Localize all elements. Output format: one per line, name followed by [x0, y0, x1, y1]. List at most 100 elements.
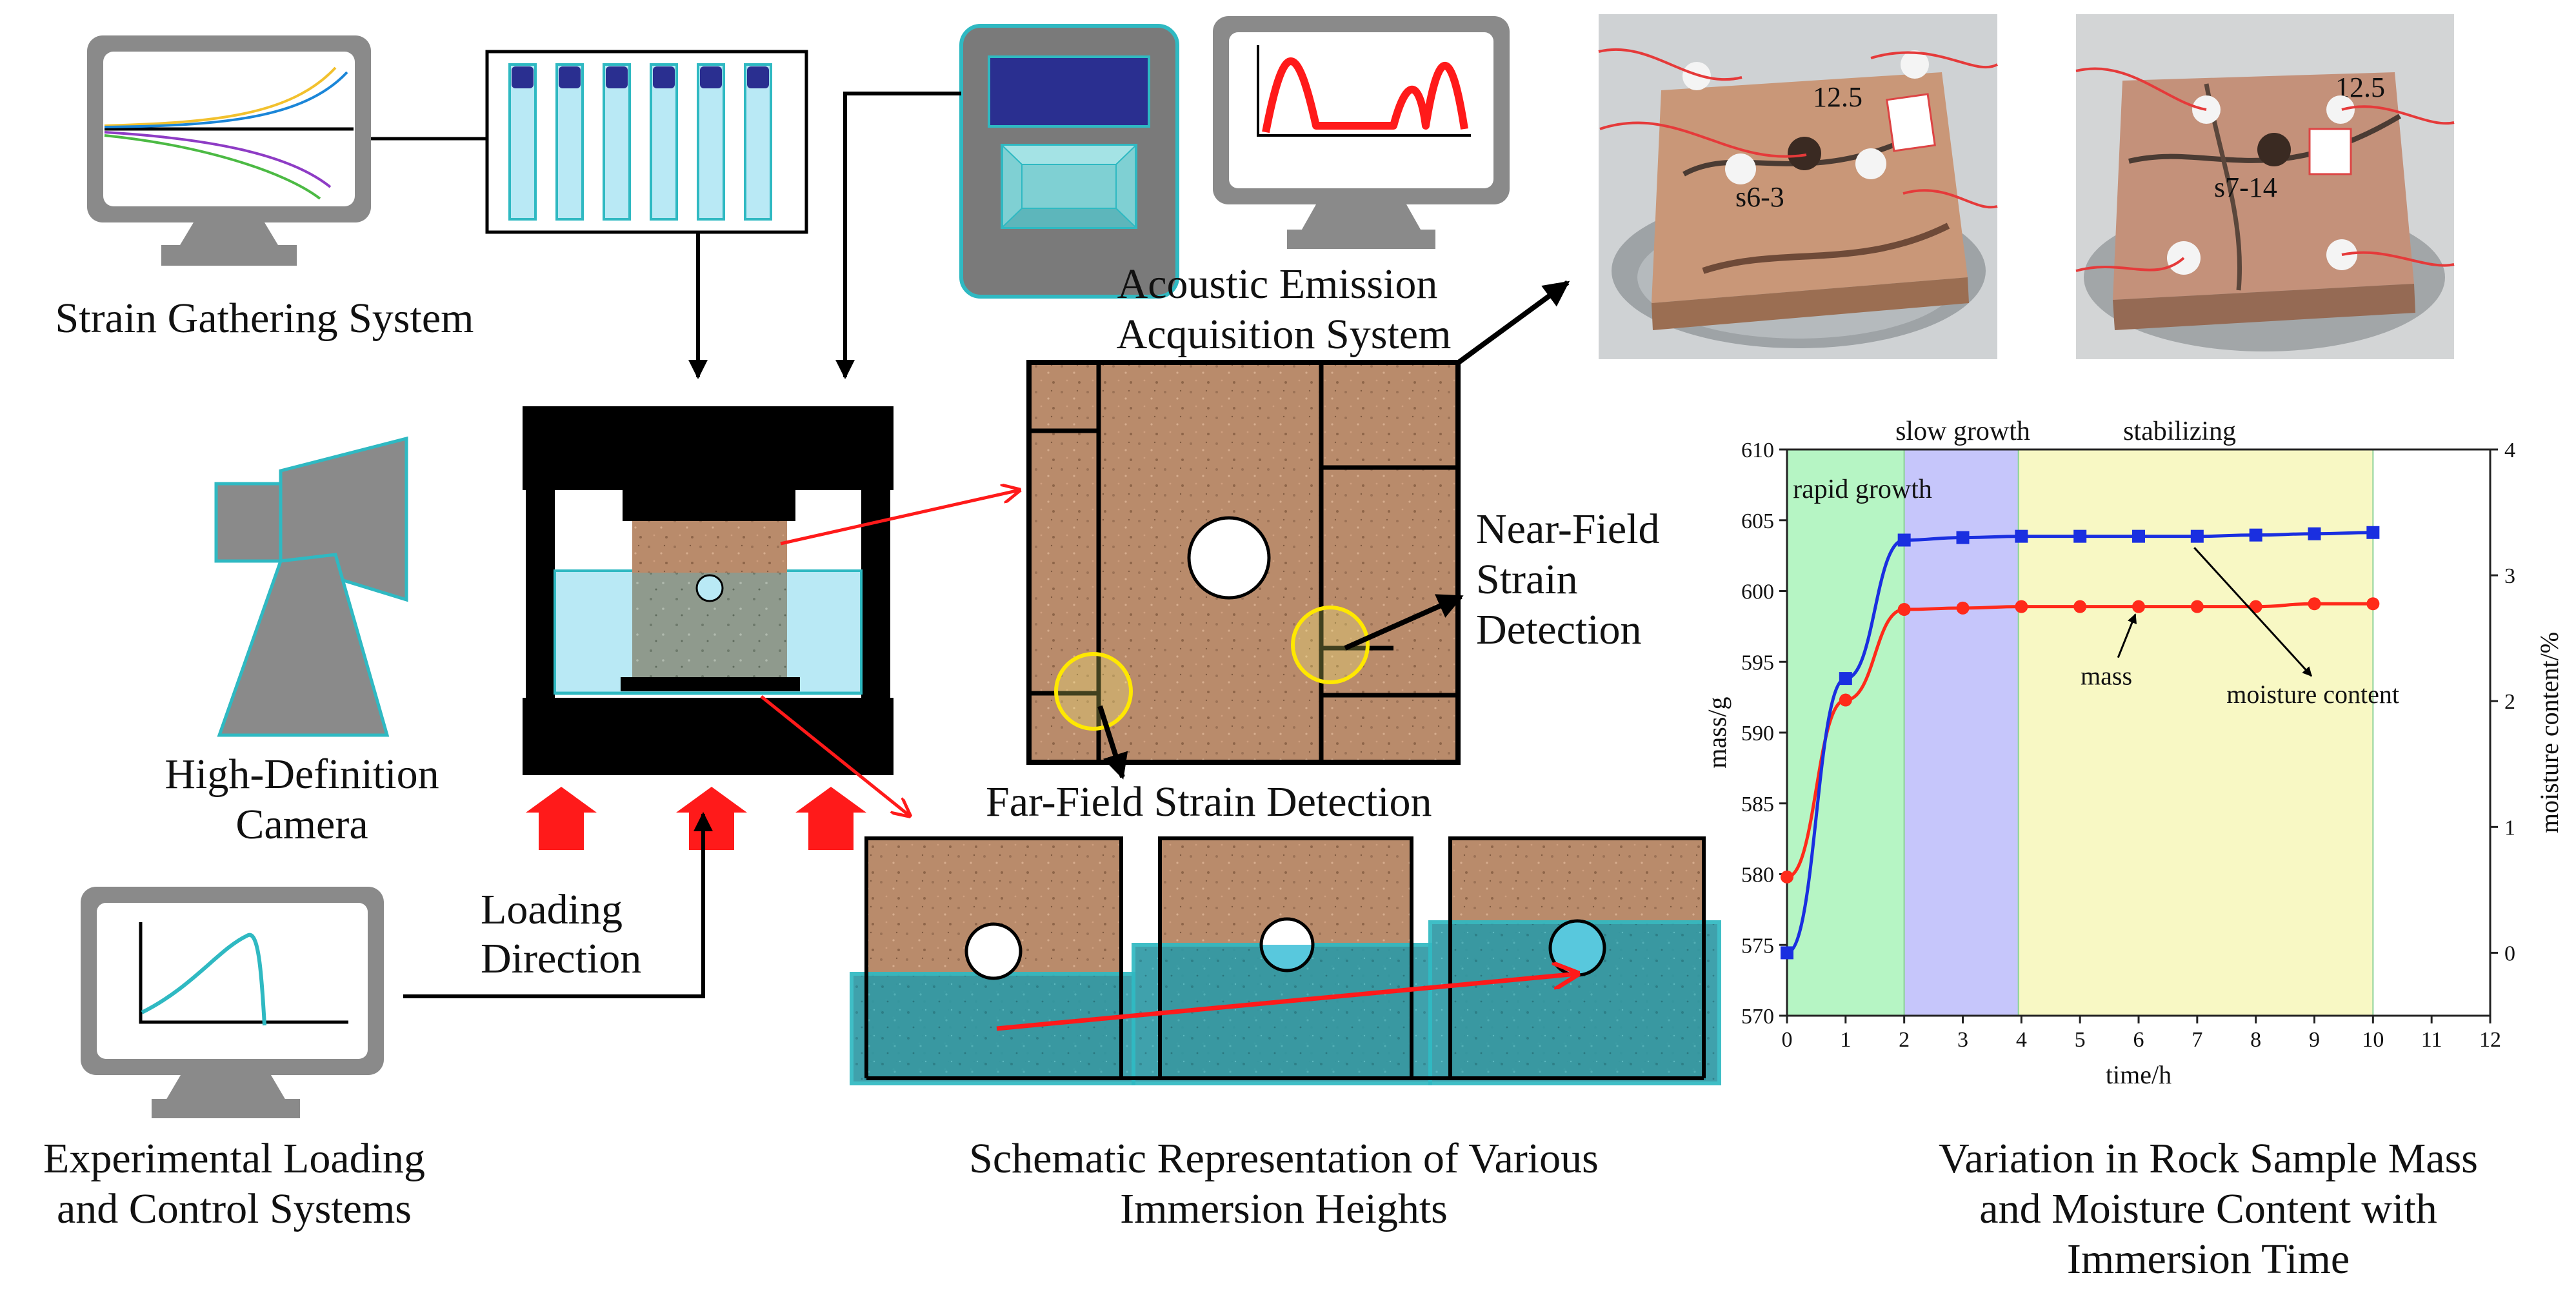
- mass-point: [2366, 597, 2380, 611]
- x-tick-label: 10: [2362, 1028, 2384, 1052]
- y2-axis-label: moisture content/%: [2535, 632, 2564, 833]
- immersion-detail-arrow: [760, 695, 910, 816]
- moisture-point: [2249, 528, 2262, 542]
- y2-tick-label: 1: [2504, 816, 2515, 840]
- strain-channel-cap: [512, 66, 534, 88]
- strain-channel-cap: [653, 66, 675, 88]
- strain-system-label: Strain Gathering System: [55, 295, 474, 342]
- immersion-rise-arrow: [996, 974, 1577, 1031]
- immersion-caption-1: Schematic Representation of Various: [969, 1135, 1599, 1182]
- x-tick-label: 8: [2250, 1028, 2261, 1052]
- phase-band: [1786, 449, 1905, 1016]
- press-frame-icon: [523, 406, 894, 775]
- far-field-label: Far-Field Strain Detection: [986, 778, 1432, 825]
- mass-point: [2073, 600, 2087, 613]
- moisture-point: [1897, 533, 1911, 547]
- rock-photo-left: 12.5 s6-3: [1598, 14, 1998, 359]
- moisture-point: [2366, 526, 2380, 539]
- rock-photo-right: 12.5 s7-14: [2075, 14, 2455, 359]
- y2-tick-label: 0: [2504, 942, 2515, 965]
- moisture-point: [2308, 527, 2321, 540]
- mass-point: [2308, 597, 2321, 611]
- mass-annotation-arrow: [2117, 613, 2137, 658]
- loading-direction-label-1: Loading: [481, 886, 623, 933]
- control-to-press-arrow: [403, 812, 713, 998]
- mass-point: [1956, 601, 1970, 615]
- chart-caption-1: Variation in Rock Sample Mass: [1939, 1135, 2478, 1182]
- photo-right-mark-2: s7-14: [2214, 172, 2277, 203]
- strain-monitor-icon: [87, 35, 371, 266]
- ae-to-press-arrow: [835, 92, 961, 379]
- strain-channel-icon: [485, 50, 808, 234]
- moisture-point: [1781, 946, 1793, 960]
- moisture-point: [2015, 529, 2028, 543]
- strain-channel: [650, 63, 678, 221]
- photo-left-mark-2: s6-3: [1735, 181, 1784, 213]
- x-tick-label: 9: [2309, 1028, 2320, 1052]
- x-tick-label: 6: [2133, 1028, 2144, 1052]
- x-tick-label: 4: [2016, 1028, 2027, 1052]
- strain-channel-cap: [559, 66, 581, 88]
- y-tick-label: 600: [1741, 580, 1774, 604]
- mass-point: [2132, 600, 2145, 613]
- camera-label-1: High-Definition: [165, 751, 439, 798]
- ae-system-label-2: Acquisition System: [1117, 311, 1452, 358]
- y2-tick-label: 3: [2504, 564, 2515, 588]
- near-field-label-3: Detection: [1476, 606, 1642, 653]
- immersion-schematics: [850, 836, 1721, 1085]
- x-tick-label: 7: [2192, 1028, 2202, 1052]
- loading-direction-label-2: Direction: [481, 935, 641, 982]
- strain-channel: [603, 63, 631, 221]
- mass-point: [1897, 603, 1911, 617]
- loading-arrows: [526, 787, 866, 850]
- ae-system-label-1: Acoustic Emission: [1117, 261, 1438, 308]
- y-tick-label: 575: [1741, 934, 1774, 958]
- moisture-point: [2132, 529, 2145, 543]
- chart-caption-2: and Moisture Content with: [1979, 1185, 2437, 1232]
- mass-point: [1839, 693, 1852, 707]
- near-field-arrow: [1344, 594, 1464, 651]
- immersion-caption-2: Immersion Heights: [1120, 1185, 1448, 1232]
- phase-label: stabilizing: [2123, 417, 2236, 446]
- y-tick-label: 605: [1741, 509, 1774, 533]
- strain-channel: [508, 63, 537, 221]
- phase-band: [2017, 449, 2374, 1016]
- chart-caption-3: Immersion Time: [2067, 1236, 2350, 1283]
- strain-channel: [744, 63, 772, 221]
- y-tick-label: 580: [1741, 864, 1774, 887]
- strain-channel-cap: [747, 66, 769, 88]
- loading-control-label-1: Experimental Loading: [43, 1135, 425, 1182]
- y2-tick-label: 4: [2504, 439, 2515, 462]
- near-field-label-2: Strain: [1476, 556, 1578, 603]
- y-tick-label: 610: [1741, 439, 1774, 462]
- mass-point: [1781, 870, 1793, 883]
- strain-channel-cap: [700, 66, 722, 88]
- y-tick-label: 585: [1741, 793, 1774, 816]
- strain-channel: [555, 63, 584, 221]
- mass-point: [2249, 600, 2262, 613]
- x-tick-label: 1: [1840, 1028, 1851, 1052]
- acoustic-device-icon: [959, 24, 1179, 299]
- strain-channel: [697, 63, 725, 221]
- specimen-schematic: [1026, 360, 1461, 765]
- loading-control-label-2: and Control Systems: [57, 1185, 412, 1232]
- y-tick-label: 570: [1741, 1005, 1774, 1029]
- x-tick-label: 0: [1782, 1028, 1793, 1052]
- phase-label: slow growth: [1895, 417, 2030, 446]
- y-tick-label: 595: [1741, 651, 1774, 675]
- y2-tick-label: 2: [2504, 690, 2515, 714]
- camera-label-2: Camera: [235, 801, 368, 848]
- far-field-arrow: [1097, 705, 1128, 780]
- x-tick-label: 5: [2075, 1028, 2086, 1052]
- x-tick-label: 3: [1957, 1028, 1968, 1052]
- loading-control-monitor-icon: [81, 887, 384, 1118]
- x-tick-label: 12: [2479, 1028, 2501, 1052]
- x-tick-label: 11: [2421, 1028, 2442, 1052]
- y-axis-label: mass/g: [1702, 696, 1732, 768]
- x-axis-label: time/h: [2106, 1060, 2172, 1089]
- strain-channel-cap: [606, 66, 628, 88]
- mass-point: [2015, 600, 2028, 613]
